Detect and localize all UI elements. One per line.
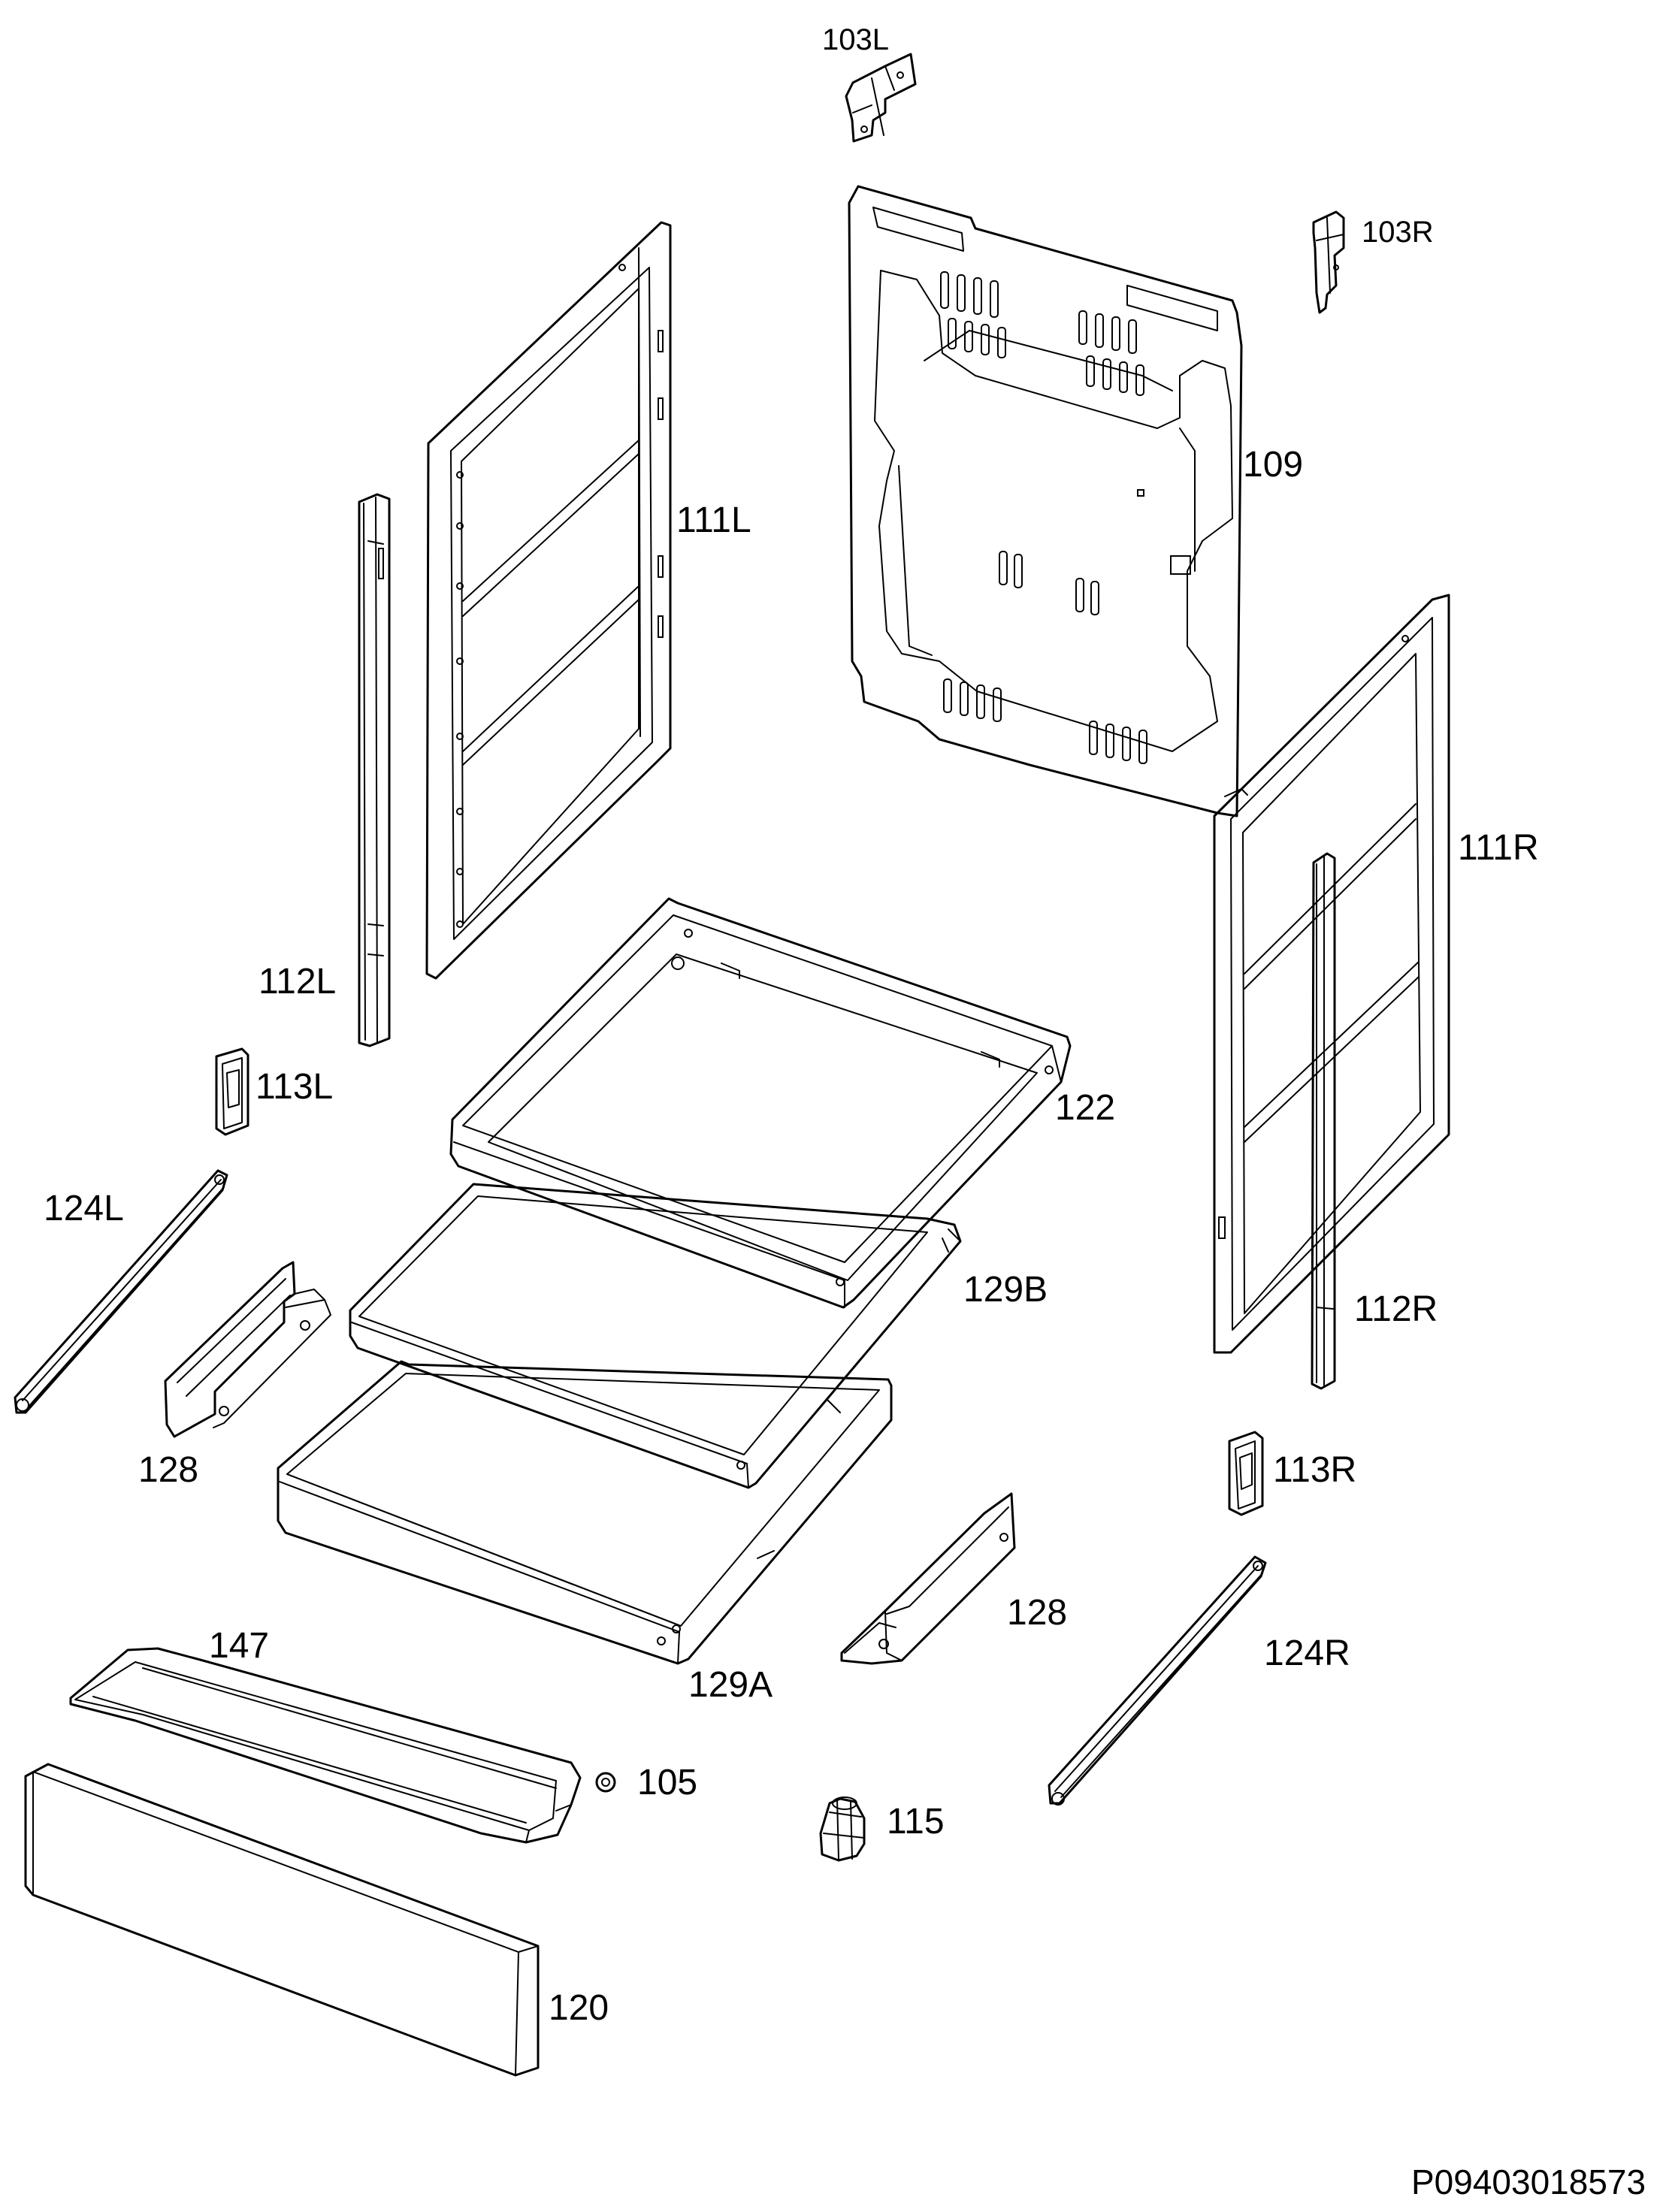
part-105-screw[interactable] xyxy=(595,1772,616,1793)
part-124r-telescopic-rail[interactable] xyxy=(1048,1555,1267,1806)
label-128-left: 128 xyxy=(138,1450,198,1490)
label-113r: 113R xyxy=(1273,1450,1356,1490)
part-120-drawer-front[interactable] xyxy=(24,1763,540,2077)
label-103r: 103R xyxy=(1362,216,1434,249)
vent-slots-109 xyxy=(940,271,1191,764)
part-129a-drawer-tray[interactable] xyxy=(277,1360,893,1665)
part-124l-telescopic-rail[interactable] xyxy=(14,1169,228,1414)
part-128-right-runner[interactable] xyxy=(840,1492,1016,1665)
label-122: 122 xyxy=(1055,1088,1115,1128)
part-111r-side-frame[interactable] xyxy=(1213,594,1450,1354)
label-112l: 112L xyxy=(259,962,336,1002)
part-128-left-runner[interactable] xyxy=(164,1261,331,1438)
document-id: P09403018573 xyxy=(1411,2162,1646,2201)
label-129a: 129A xyxy=(688,1665,772,1705)
label-109: 109 xyxy=(1243,445,1303,485)
part-109-back-panel[interactable] xyxy=(848,185,1243,817)
part-103r-bracket[interactable] xyxy=(1312,210,1345,314)
label-115: 115 xyxy=(887,1802,945,1842)
label-113l: 113L xyxy=(255,1067,333,1107)
label-120: 120 xyxy=(549,1988,609,2028)
mount-holes-111l xyxy=(456,264,664,928)
label-111l: 111L xyxy=(676,500,751,540)
label-129b: 129B xyxy=(963,1270,1048,1310)
part-112r-vertical-rail[interactable] xyxy=(1311,852,1336,1390)
part-112l-vertical-rail[interactable] xyxy=(358,493,391,1047)
part-111l-side-frame[interactable] xyxy=(425,221,672,980)
part-115-adjustable-foot[interactable] xyxy=(819,1796,866,1862)
part-129b-drawer-tray[interactable] xyxy=(349,1183,962,1489)
label-112r: 112R xyxy=(1354,1289,1438,1329)
label-124r: 124R xyxy=(1264,1633,1350,1673)
part-113r-hinge[interactable] xyxy=(1228,1431,1264,1516)
label-105: 105 xyxy=(637,1763,697,1803)
label-111r: 111R xyxy=(1458,828,1539,868)
part-147-trim[interactable] xyxy=(69,1647,582,1844)
part-113l-hinge[interactable] xyxy=(215,1047,249,1136)
label-128-right: 128 xyxy=(1007,1593,1067,1633)
part-103l-bracket[interactable] xyxy=(845,53,917,143)
label-103l: 103L xyxy=(822,23,889,56)
label-147: 147 xyxy=(209,1626,269,1666)
part-122-drawer-tray[interactable] xyxy=(449,897,1072,1309)
label-124l: 124L xyxy=(44,1189,124,1228)
